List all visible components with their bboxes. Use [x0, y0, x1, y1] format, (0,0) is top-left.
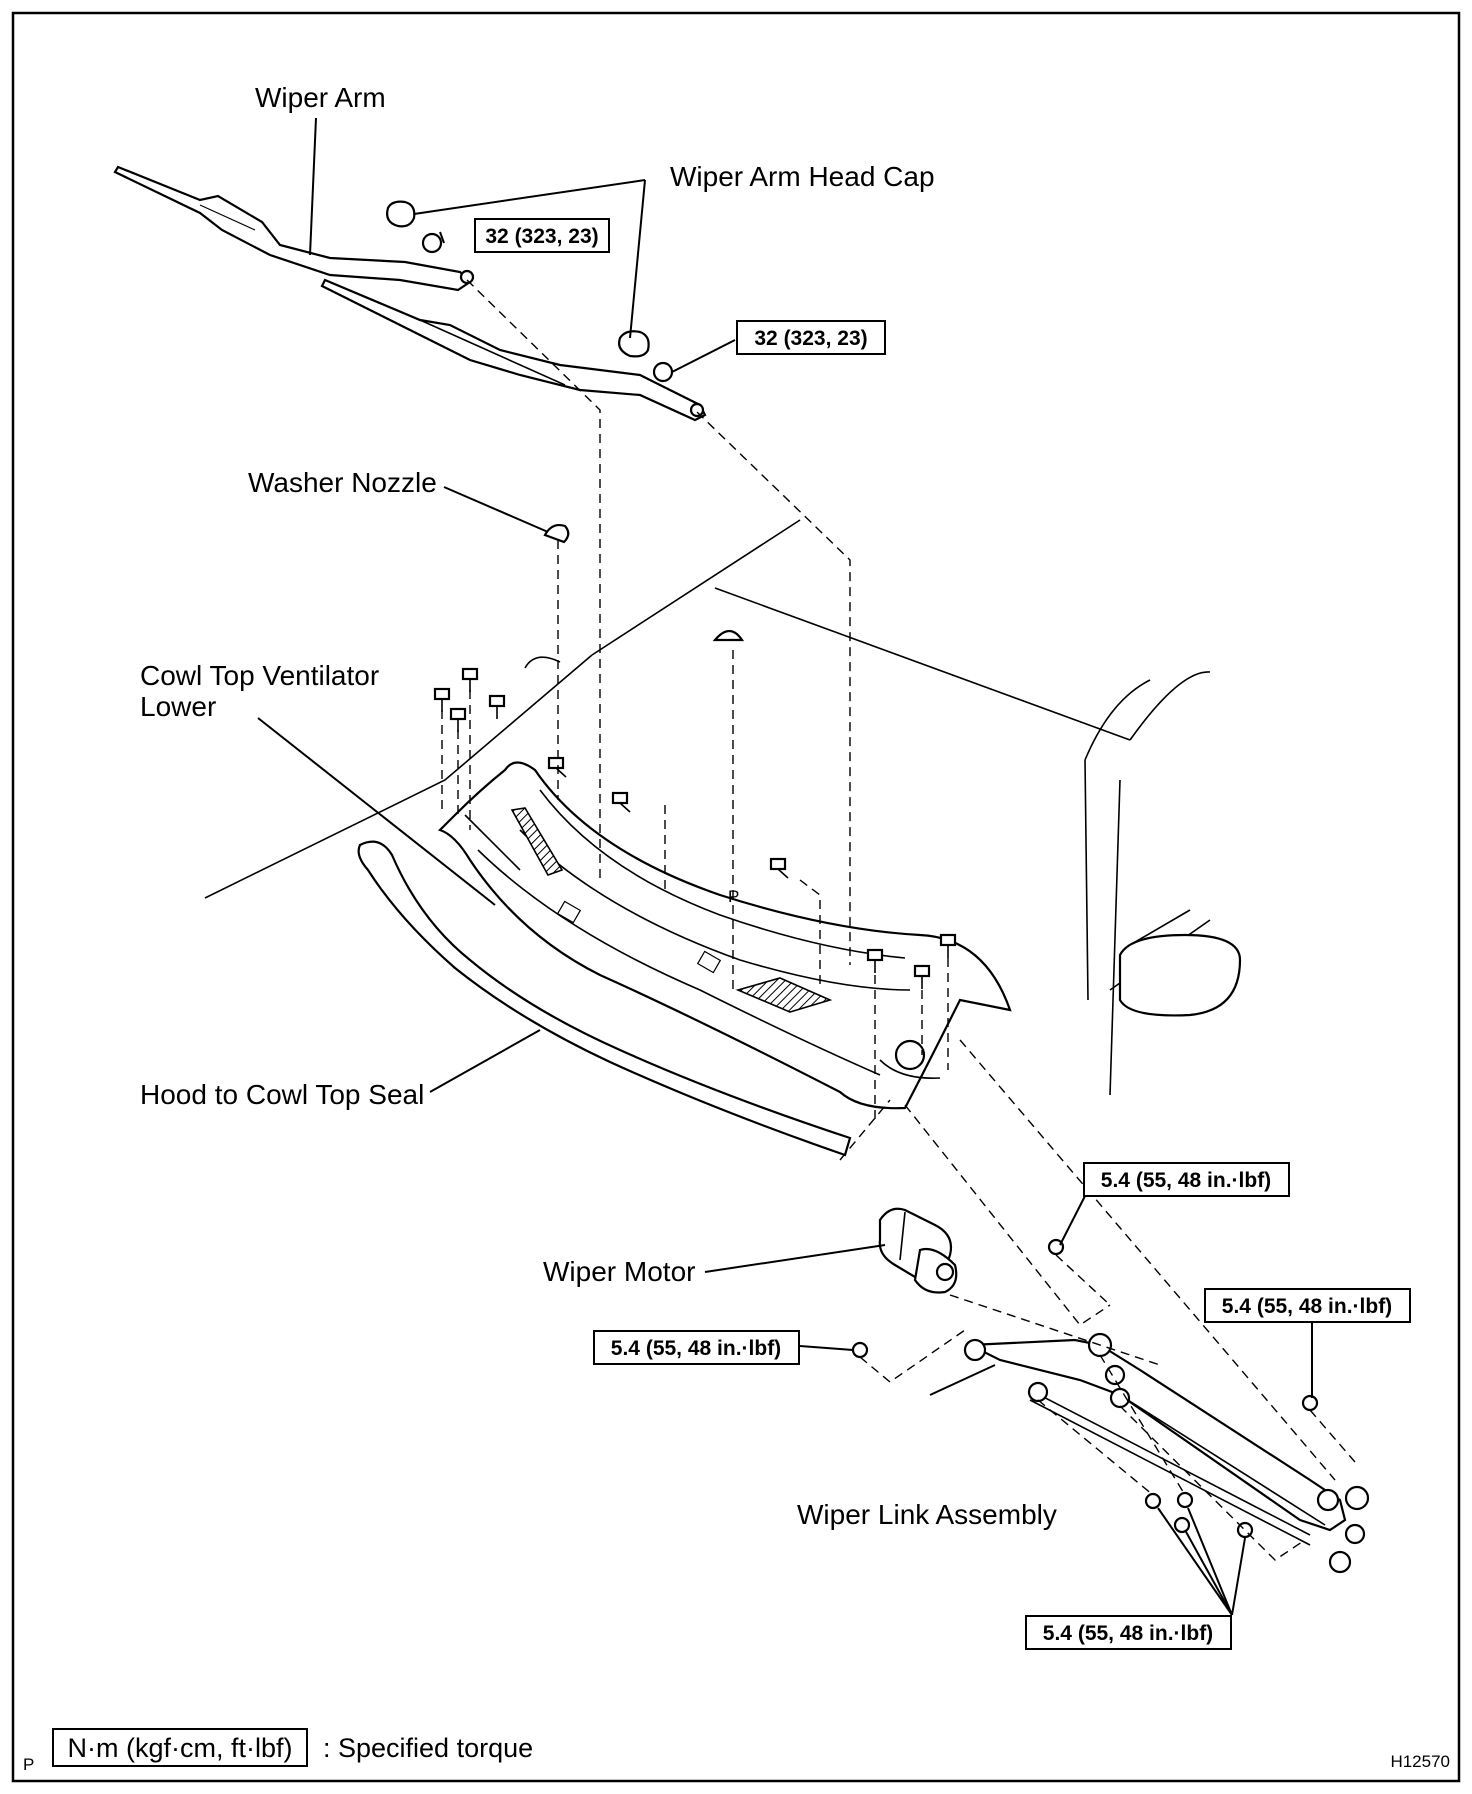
label-hood-to-cowl-top-seal: Hood to Cowl Top Seal: [140, 1079, 424, 1110]
torque-legend: N·m (kgf·cm, ft·lbf) : Specified torque: [52, 1728, 533, 1767]
torque-box-motor-bolt: 5.4 (55, 48 in.·lbf): [593, 1330, 800, 1365]
torque-box-arm-nut-right: 32 (323, 23): [736, 320, 886, 355]
alignment-dashed-lines: [441, 279, 1356, 1561]
torque-box-arm-nut-left: 32 (323, 23): [474, 218, 610, 253]
torque-value: 32 (323, 23): [485, 225, 598, 248]
wiper-arm-right: [320, 278, 707, 422]
label-wiper-link-assembly: Wiper Link Assembly: [797, 1499, 1057, 1530]
torque-box-link-bolt-right: 5.4 (55, 48 in.·lbf): [1204, 1288, 1411, 1323]
wiper-motor-part: [878, 1207, 958, 1294]
torque-value: 5.4 (55, 48 in.·lbf): [1222, 1295, 1392, 1318]
leader-lines: [257, 117, 1313, 1616]
wiper-arm-head-cap-left: [386, 200, 416, 228]
washer-nozzle-part: [543, 523, 570, 544]
diagram-frame: [11, 11, 1461, 1783]
label-p-marker: P: [728, 887, 739, 906]
torque-value: 5.4 (55, 48 in.·lbf): [1043, 1622, 1213, 1645]
corner-mark: P: [23, 1755, 34, 1774]
label-cowl-top-ventilator-lower: Cowl Top Ventilator: [140, 660, 379, 691]
label-washer-nozzle: Washer Nozzle: [248, 467, 437, 498]
figure-id: H12570: [1390, 1752, 1450, 1771]
arm-nut-left: [421, 232, 443, 254]
cowl-clips: [433, 667, 957, 989]
cowl-top-ventilator-lower-part: [437, 761, 1012, 1110]
label-cowl-top-ventilator-lower-line2: Lower: [140, 691, 216, 722]
label-wiper-arm: Wiper Arm: [255, 82, 386, 113]
label-wiper-motor: Wiper Motor: [543, 1256, 695, 1287]
wiper-arm-head-cap-right: [618, 330, 650, 358]
torque-value: 32 (323, 23): [754, 327, 867, 350]
torque-value: 5.4 (55, 48 in.·lbf): [611, 1337, 781, 1360]
torque-value: 5.4 (55, 48 in.·lbf): [1101, 1169, 1271, 1192]
legend-description: : Specified torque: [323, 1733, 533, 1763]
torque-box-motor-bolts-lower: 5.4 (55, 48 in.·lbf): [1025, 1615, 1232, 1650]
vehicle-body-outline: [204, 519, 1242, 1096]
torque-box-link-bolt-upper: 5.4 (55, 48 in.·lbf): [1083, 1162, 1290, 1197]
label-wiper-arm-head-cap: Wiper Arm Head Cap: [670, 161, 935, 192]
legend-unit-box: N·m (kgf·cm, ft·lbf): [68, 1733, 293, 1763]
wiper-arm-left: [113, 165, 475, 292]
arm-nut-right: [652, 361, 674, 383]
hood-to-cowl-top-seal-part: [357, 840, 852, 1157]
